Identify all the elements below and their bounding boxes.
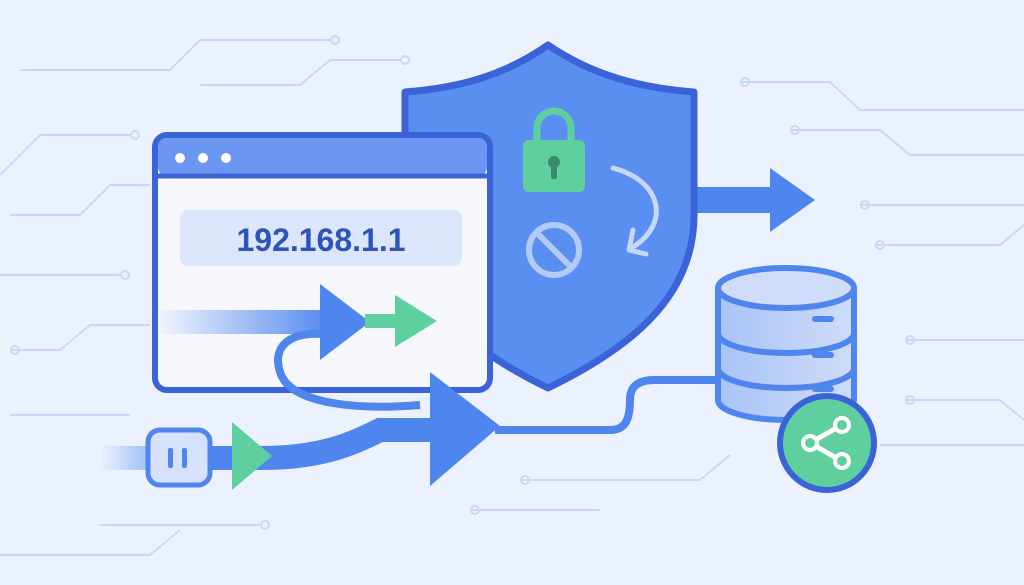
lock-icon bbox=[523, 107, 585, 192]
circuit-traces bbox=[0, 35, 1024, 556]
data-flow-arrows bbox=[100, 284, 725, 490]
window-dot-icon bbox=[198, 153, 208, 163]
address-bar[interactable]: 192.168.1.1 bbox=[180, 210, 462, 266]
block-icon bbox=[526, 222, 582, 278]
window-dot-icon bbox=[175, 153, 185, 163]
redirect-curved-arrow-icon bbox=[610, 165, 659, 257]
ip-address-text: 192.168.1.1 bbox=[236, 222, 405, 258]
share-icon bbox=[777, 393, 877, 493]
plug-icon bbox=[145, 427, 213, 488]
window-dot-icon bbox=[221, 153, 231, 163]
